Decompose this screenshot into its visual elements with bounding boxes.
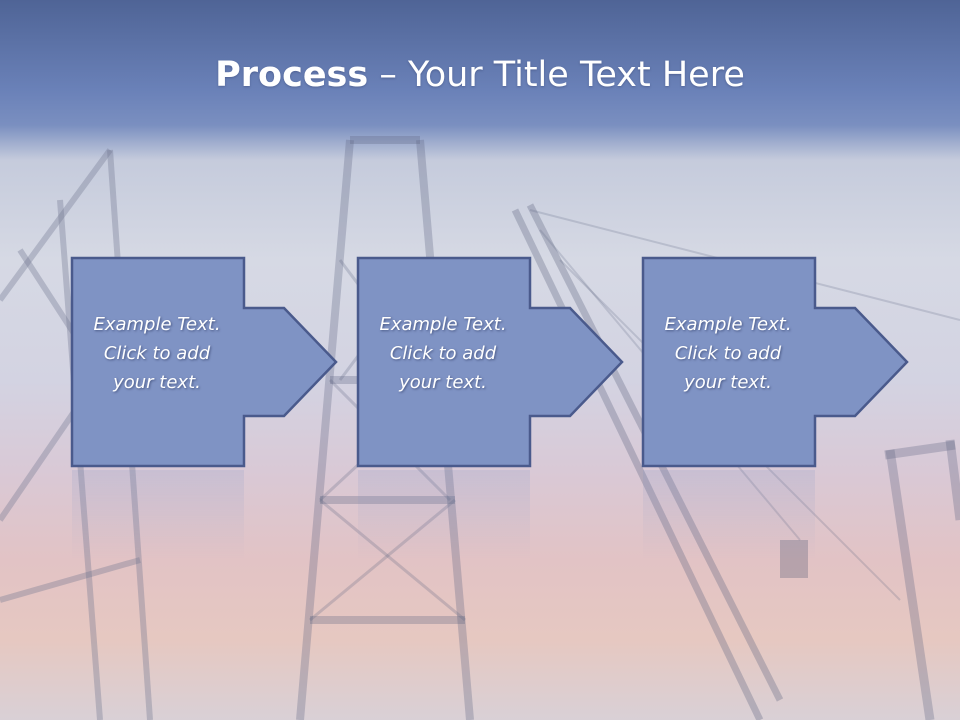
step-3-line-1: Example Text. xyxy=(664,314,792,335)
step-2-reflection xyxy=(358,470,530,560)
step-2-line-1: Example Text. xyxy=(379,314,507,335)
slide-title[interactable]: Process – Your Title Text Here xyxy=(0,52,960,98)
step-3-arrow-shape[interactable] xyxy=(641,256,909,468)
step-1-line-2: Click to add xyxy=(103,343,211,364)
step-2-arrow-shape[interactable] xyxy=(356,256,624,468)
title-rest-text: – Your Title Text Here xyxy=(368,55,745,95)
step-1-text[interactable]: Example Text. Click to add your text. xyxy=(71,310,243,397)
step-1-line-3: your text. xyxy=(113,372,201,393)
step-1-reflection xyxy=(72,470,244,560)
step-2-line-2: Click to add xyxy=(389,343,497,364)
step-2-text[interactable]: Example Text. Click to add your text. xyxy=(357,310,529,397)
step-3-line-3: your text. xyxy=(684,372,772,393)
step-3-reflection xyxy=(643,470,815,560)
step-1-line-1: Example Text. xyxy=(93,314,221,335)
step-3-line-2: Click to add xyxy=(674,343,782,364)
step-2-line-3: your text. xyxy=(399,372,487,393)
step-3-text[interactable]: Example Text. Click to add your text. xyxy=(642,310,814,397)
step-1-arrow-shape[interactable] xyxy=(70,256,338,468)
title-bold-text: Process xyxy=(215,55,369,95)
